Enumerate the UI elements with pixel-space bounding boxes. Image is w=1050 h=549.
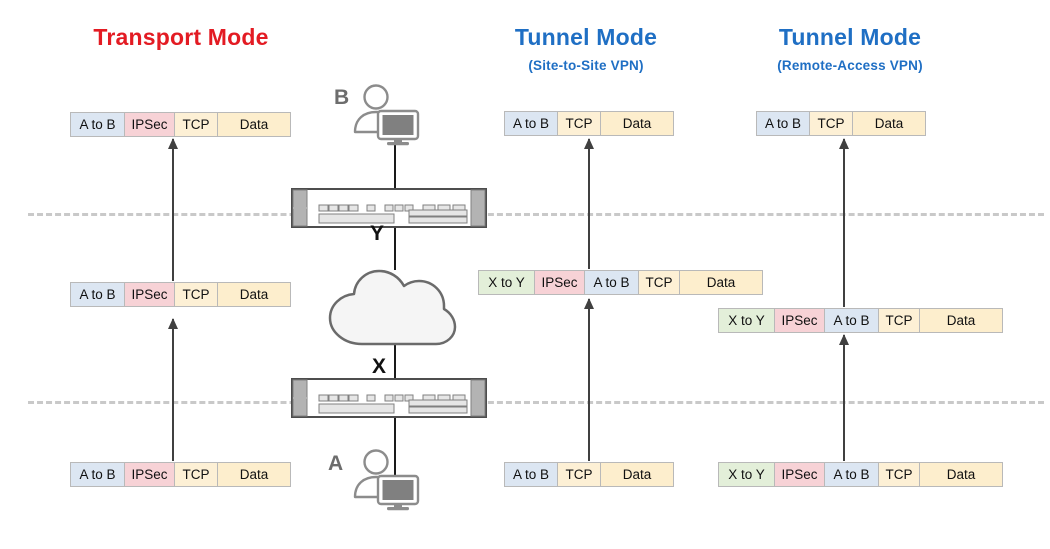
packet-segment-data: Data <box>217 462 291 487</box>
internet-cloud <box>318 258 460 355</box>
cloud-icon <box>328 269 457 346</box>
packet-segment-data: Data <box>679 270 763 295</box>
link-cloud-to-router-x <box>394 330 396 380</box>
packet-segment-tcp: TCP <box>174 282 218 307</box>
packet-segment-data: Data <box>217 112 291 137</box>
packet-segment-inner-ip: A to B <box>756 111 810 136</box>
link-router-x-to-hosta <box>394 416 396 478</box>
packet-segment-data: Data <box>919 462 1003 487</box>
arrow-ra-upper <box>843 139 845 307</box>
packet-segment-data: Data <box>217 282 291 307</box>
packet-s2s-middle: X to Y IPSec A to B TCP Data <box>478 270 763 295</box>
packet-segment-inner-ip: A to B <box>824 462 879 487</box>
packet-segment-tcp: TCP <box>809 111 853 136</box>
packet-transport-top: A to B IPSec TCP Data <box>70 112 291 137</box>
arrow-ra-lower <box>843 335 845 461</box>
packet-segment-inner-ip: A to B <box>824 308 879 333</box>
router-icon-y <box>291 188 487 233</box>
packet-segment-inner-ip: A to B <box>70 462 125 487</box>
packet-s2s-top: A to B TCP Data <box>504 111 674 136</box>
arrow-s2s-upper <box>588 139 590 269</box>
router-icon-x <box>291 378 487 423</box>
packet-s2s-bottom: A to B TCP Data <box>504 462 674 487</box>
host-b-label: B <box>334 86 350 109</box>
packet-transport-middle: A to B IPSec TCP Data <box>70 282 291 307</box>
user-computer-icon <box>353 84 420 146</box>
packet-segment-data: Data <box>600 111 674 136</box>
packet-segment-tcp: TCP <box>878 308 920 333</box>
link-router-y-to-cloud <box>394 226 396 270</box>
link-hostb-to-router-y <box>394 128 396 190</box>
packet-segment-outer-ip: X to Y <box>718 308 775 333</box>
user-computer-icon <box>353 449 420 511</box>
packet-segment-data: Data <box>919 308 1003 333</box>
packet-segment-tcp: TCP <box>878 462 920 487</box>
packet-segment-outer-ip: X to Y <box>718 462 775 487</box>
packet-segment-ipsec: IPSec <box>124 282 175 307</box>
arrow-s2s-lower <box>588 299 590 461</box>
packet-segment-tcp: TCP <box>638 270 680 295</box>
gateway-x-label: X <box>372 355 387 378</box>
packet-ra-bottom: X to Y IPSec A to B TCP Data <box>718 462 1003 487</box>
network-boundary-lower <box>28 401 1044 404</box>
packet-segment-tcp: TCP <box>557 462 601 487</box>
packet-segment-inner-ip: A to B <box>70 112 125 137</box>
tunnel-mode-ra-subtitle: (Remote-Access VPN) <box>777 58 923 73</box>
packet-ra-middle: X to Y IPSec A to B TCP Data <box>718 308 1003 333</box>
host-a <box>348 449 420 516</box>
packet-segment-inner-ip: A to B <box>70 282 125 307</box>
host-a-label: A <box>328 452 344 475</box>
packet-ra-top: A to B TCP Data <box>756 111 926 136</box>
packet-segment-inner-ip: A to B <box>584 270 639 295</box>
arrow-transport-lower <box>172 319 174 461</box>
packet-segment-data: Data <box>852 111 926 136</box>
packet-segment-ipsec: IPSec <box>124 462 175 487</box>
tunnel-mode-s2s-subtitle: (Site-to-Site VPN) <box>528 58 644 73</box>
packet-segment-ipsec: IPSec <box>774 462 825 487</box>
packet-segment-inner-ip: A to B <box>504 111 558 136</box>
packet-transport-bottom: A to B IPSec TCP Data <box>70 462 291 487</box>
packet-segment-tcp: TCP <box>174 112 218 137</box>
packet-segment-ipsec: IPSec <box>534 270 585 295</box>
packet-segment-inner-ip: A to B <box>504 462 558 487</box>
packet-segment-data: Data <box>600 462 674 487</box>
host-b <box>348 84 420 151</box>
tunnel-mode-s2s-title: Tunnel Mode <box>514 24 658 50</box>
arrow-transport-upper <box>172 139 174 281</box>
router-icon <box>291 188 487 228</box>
gateway-y-label: Y <box>370 222 385 245</box>
packet-segment-outer-ip: X to Y <box>478 270 535 295</box>
transport-mode-title: Transport Mode <box>93 24 269 50</box>
packet-segment-ipsec: IPSec <box>774 308 825 333</box>
tunnel-mode-ra-title: Tunnel Mode <box>778 24 922 50</box>
router-icon <box>291 378 487 418</box>
packet-segment-ipsec: IPSec <box>124 112 175 137</box>
network-boundary-upper <box>28 213 1044 216</box>
packet-segment-tcp: TCP <box>174 462 218 487</box>
packet-segment-tcp: TCP <box>557 111 601 136</box>
